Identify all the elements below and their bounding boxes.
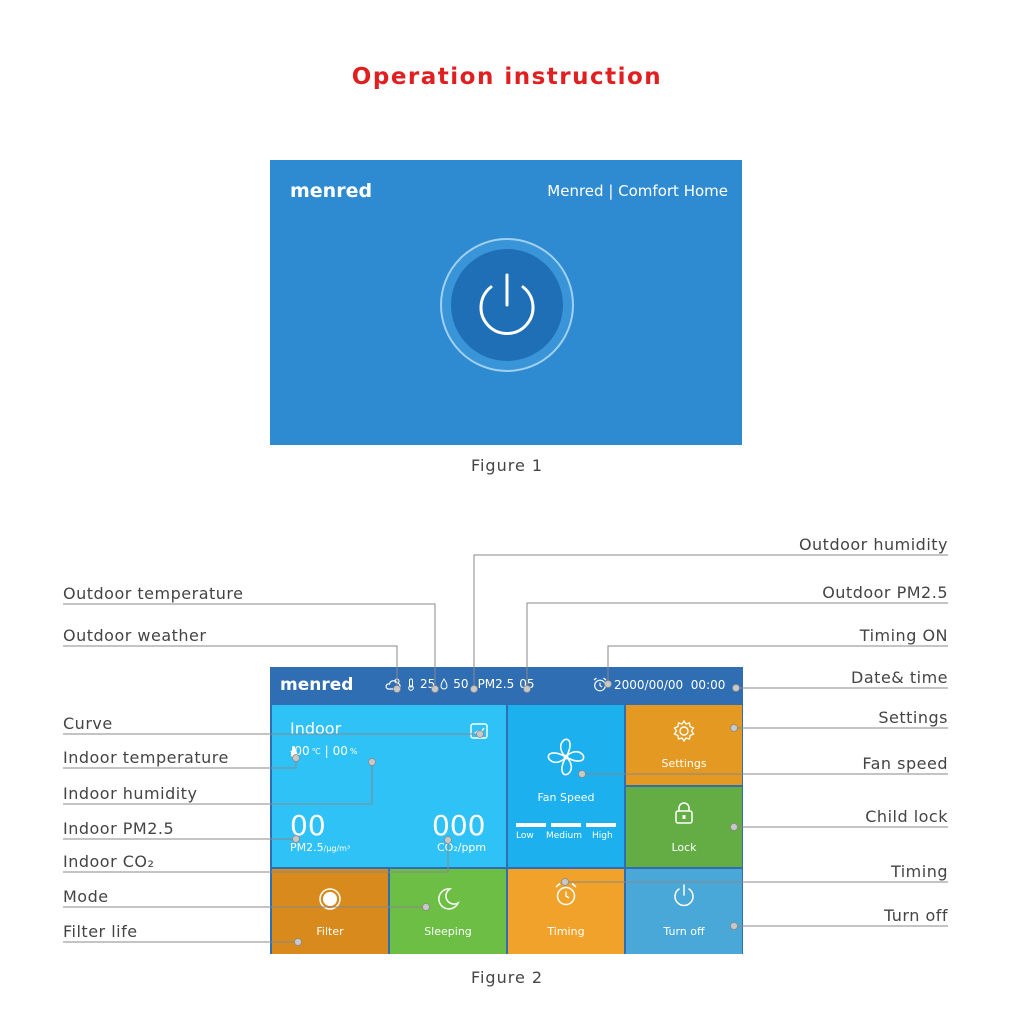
label-child-lock: Child lock xyxy=(865,807,948,826)
indoor-humidity-unit: % xyxy=(349,746,358,756)
power-icon xyxy=(479,273,535,335)
fan-low-bar[interactable] xyxy=(516,823,546,827)
fan-medium-bar[interactable] xyxy=(551,823,581,827)
filter-label: Filter xyxy=(316,925,344,938)
figure1-screen: menred Menred | Comfort Home xyxy=(270,160,742,445)
fan-icon xyxy=(547,738,585,776)
indoor-co2-label: CO₂/ppm xyxy=(437,841,487,854)
alarm-clock-icon xyxy=(555,882,577,906)
indoor-pm-unit: /μg/m³ xyxy=(323,844,351,853)
menred-logo: menred xyxy=(290,180,373,202)
label-outdoor-humidity: Outdoor humidity xyxy=(798,535,948,554)
indoor-humidity-value: 00 xyxy=(332,744,348,758)
turn-off-label: Turn off xyxy=(663,925,705,938)
datetime-area: 2000/00/00 00:00 xyxy=(592,677,725,692)
power-icon xyxy=(674,884,694,907)
label-turn-off: Turn off xyxy=(883,906,948,925)
gear-icon xyxy=(673,719,695,743)
power-button[interactable] xyxy=(440,238,574,372)
droplet-icon xyxy=(440,678,448,690)
outdoor-pm-label: PM2.5 xyxy=(477,677,515,691)
divider: | xyxy=(324,744,329,758)
label-indoor-pm: Indoor PM2.5 xyxy=(63,819,175,838)
filter-icon xyxy=(319,888,341,910)
label-outdoor-weather: Outdoor weather xyxy=(63,626,207,645)
settings-label: Settings xyxy=(661,757,707,770)
label-fan-speed: Fan speed xyxy=(862,754,948,773)
label-indoor-co2: Indoor CO₂ xyxy=(63,852,155,871)
fan-speed-tile[interactable]: Fan Speed Low Medium High xyxy=(508,705,624,867)
figure1-caption: Figure 1 xyxy=(470,456,544,475)
child-lock-tile[interactable]: Lock xyxy=(626,787,742,867)
brand-text: Menred | Comfort Home xyxy=(547,182,728,200)
label-date-time: Date& time xyxy=(851,668,948,687)
label-indoor-temperature: Indoor temperature xyxy=(63,748,229,767)
fan-speed-label: Fan Speed xyxy=(537,791,595,804)
label-timing-on: Timing ON xyxy=(859,626,948,645)
label-filter-life: Filter life xyxy=(63,922,138,941)
lock-label: Lock xyxy=(671,841,697,854)
fan-low-label: Low xyxy=(516,831,534,841)
page-title: Operation instruction xyxy=(351,64,663,90)
indoor-pm-caption: PM2.5/μg/m³ xyxy=(290,841,350,854)
fan-high-label: High xyxy=(592,831,613,841)
menred-logo: menred xyxy=(280,675,354,695)
label-mode: Mode xyxy=(63,887,109,906)
sleeping-mode-tile[interactable]: Sleeping xyxy=(390,869,506,954)
droplet-icon xyxy=(291,746,297,756)
timing-tile[interactable]: Timing xyxy=(508,869,624,954)
indoor-tile[interactable]: Indoor -00 ℃ | 00 % 00 PM2.5/μg/m³ 000 C… xyxy=(272,705,506,867)
figure2-caption: Figure 2 xyxy=(470,968,544,987)
thermometer-icon xyxy=(408,678,414,691)
indoor-title: Indoor xyxy=(290,719,342,738)
power-button-inner xyxy=(451,249,563,361)
outdoor-humidity-value: 50 xyxy=(453,677,469,691)
datetime-value: 2000/00/00 00:00 xyxy=(614,677,726,692)
label-timing: Timing xyxy=(890,862,948,881)
fan-medium-label: Medium xyxy=(546,831,582,841)
moon-icon xyxy=(438,888,460,910)
indoor-pm-label: PM2.5 xyxy=(290,841,324,854)
turn-off-tile[interactable]: Turn off xyxy=(626,869,742,954)
indoor-temp-unit: ℃ xyxy=(311,746,321,756)
settings-tile[interactable]: Settings xyxy=(626,705,742,785)
lock-icon xyxy=(675,802,693,824)
indoor-co2-value: 000 xyxy=(432,809,486,842)
filter-tile[interactable]: Filter xyxy=(272,869,388,954)
label-outdoor-temperature: Outdoor temperature xyxy=(63,584,244,603)
sleeping-label: Sleeping xyxy=(424,925,472,938)
label-curve: Curve xyxy=(63,714,113,733)
label-outdoor-pm: Outdoor PM2.5 xyxy=(822,583,948,602)
fan-high-bar[interactable] xyxy=(586,823,616,827)
label-indoor-humidity: Indoor humidity xyxy=(63,784,198,803)
timing-label: Timing xyxy=(547,925,585,938)
status-bar: menred 25 50 PM2.5 05 2000/ xyxy=(270,667,743,703)
figure2-screen: menred 25 50 PM2.5 05 2000/ xyxy=(270,667,743,954)
label-settings: Settings xyxy=(878,708,948,727)
